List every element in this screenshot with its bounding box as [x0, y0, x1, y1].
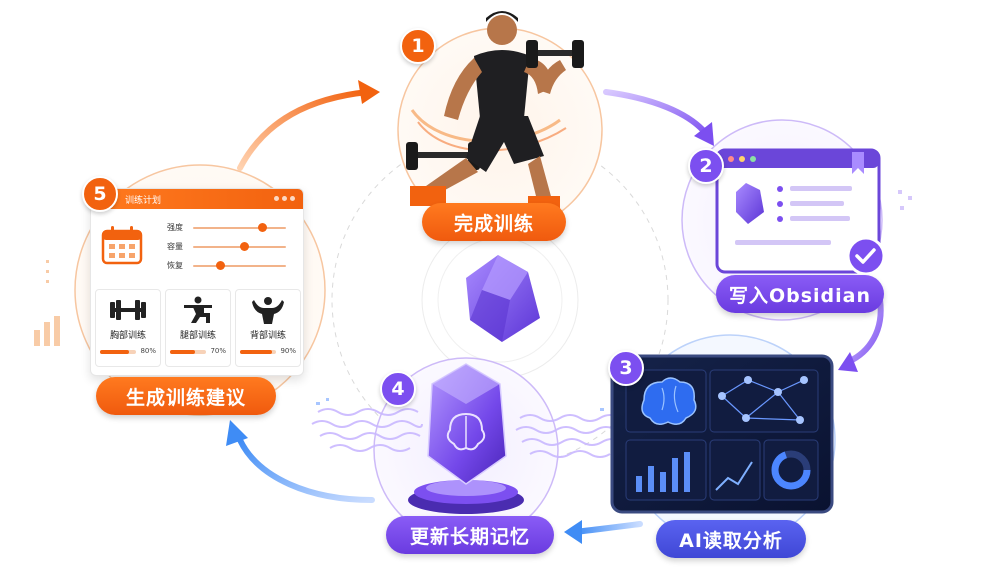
step-2-number: 2: [688, 148, 724, 184]
step-1-number: 1: [400, 28, 436, 64]
squat-icon: [184, 296, 212, 323]
slider-knob[interactable]: [239, 242, 249, 251]
step-4-number: 4: [380, 371, 416, 407]
slider-track: [193, 227, 286, 229]
window-dots-icon: [274, 196, 295, 201]
workout-item-legs[interactable]: 腿部训练 70%: [165, 289, 231, 367]
workout-progress-fill: [170, 350, 196, 354]
step-4-label[interactable]: 更新长期记忆: [386, 516, 554, 554]
step-5-number: 5: [82, 176, 118, 212]
workout-name: 腿部训练: [179, 331, 216, 341]
workout-percent: 70%: [210, 347, 226, 355]
slider-track: [193, 265, 286, 267]
obsidian-window-icon: [715, 148, 886, 276]
slider-knob[interactable]: [216, 261, 226, 270]
workout-percent: 80%: [140, 347, 156, 355]
workout-progress-bar: [240, 350, 276, 354]
workout-progress-fill: [100, 350, 129, 354]
slider-label: 强度: [167, 223, 183, 232]
slider-recovery[interactable]: 恢复: [167, 260, 292, 272]
slider-volume[interactable]: 容量: [167, 241, 292, 253]
training-plan-card: 训练计划 强度 容量 恢复: [90, 188, 304, 376]
workout-item-back[interactable]: 背部训练 90%: [235, 289, 301, 367]
workout-progress-bar: [100, 350, 136, 354]
step-1-label[interactable]: 完成训练: [422, 203, 566, 241]
step-2-label[interactable]: 写入Obsidian: [716, 275, 884, 313]
step-3-number: 3: [608, 350, 644, 386]
workout-percent: 90%: [280, 347, 296, 355]
dumbbell-icon: [110, 300, 146, 320]
slider-intensity[interactable]: 强度: [167, 222, 292, 234]
workout-progress-fill: [240, 350, 273, 354]
workout-name: 背部训练: [249, 331, 286, 341]
calendar-icon: [101, 226, 143, 265]
slider-knob[interactable]: [258, 223, 268, 232]
plan-card-header: 训练计划: [91, 189, 303, 209]
slider-label: 容量: [167, 242, 183, 251]
memory-crystal-icon: [408, 363, 524, 514]
slider-label: 恢复: [167, 261, 183, 270]
plan-card-title: 训练计划: [125, 195, 162, 206]
back-muscle-icon: [252, 297, 284, 324]
slider-track: [193, 246, 286, 248]
ai-dashboard-icon: [610, 354, 834, 514]
step-3-label[interactable]: AI读取分析: [656, 520, 806, 558]
step-5-label[interactable]: 生成训练建议: [96, 377, 276, 415]
workout-progress-bar: [170, 350, 206, 354]
workout-name: 胸部训练: [109, 331, 146, 341]
workout-item-chest[interactable]: 胸部训练 80%: [95, 289, 161, 367]
obsidian-gem-icon: [466, 255, 540, 342]
